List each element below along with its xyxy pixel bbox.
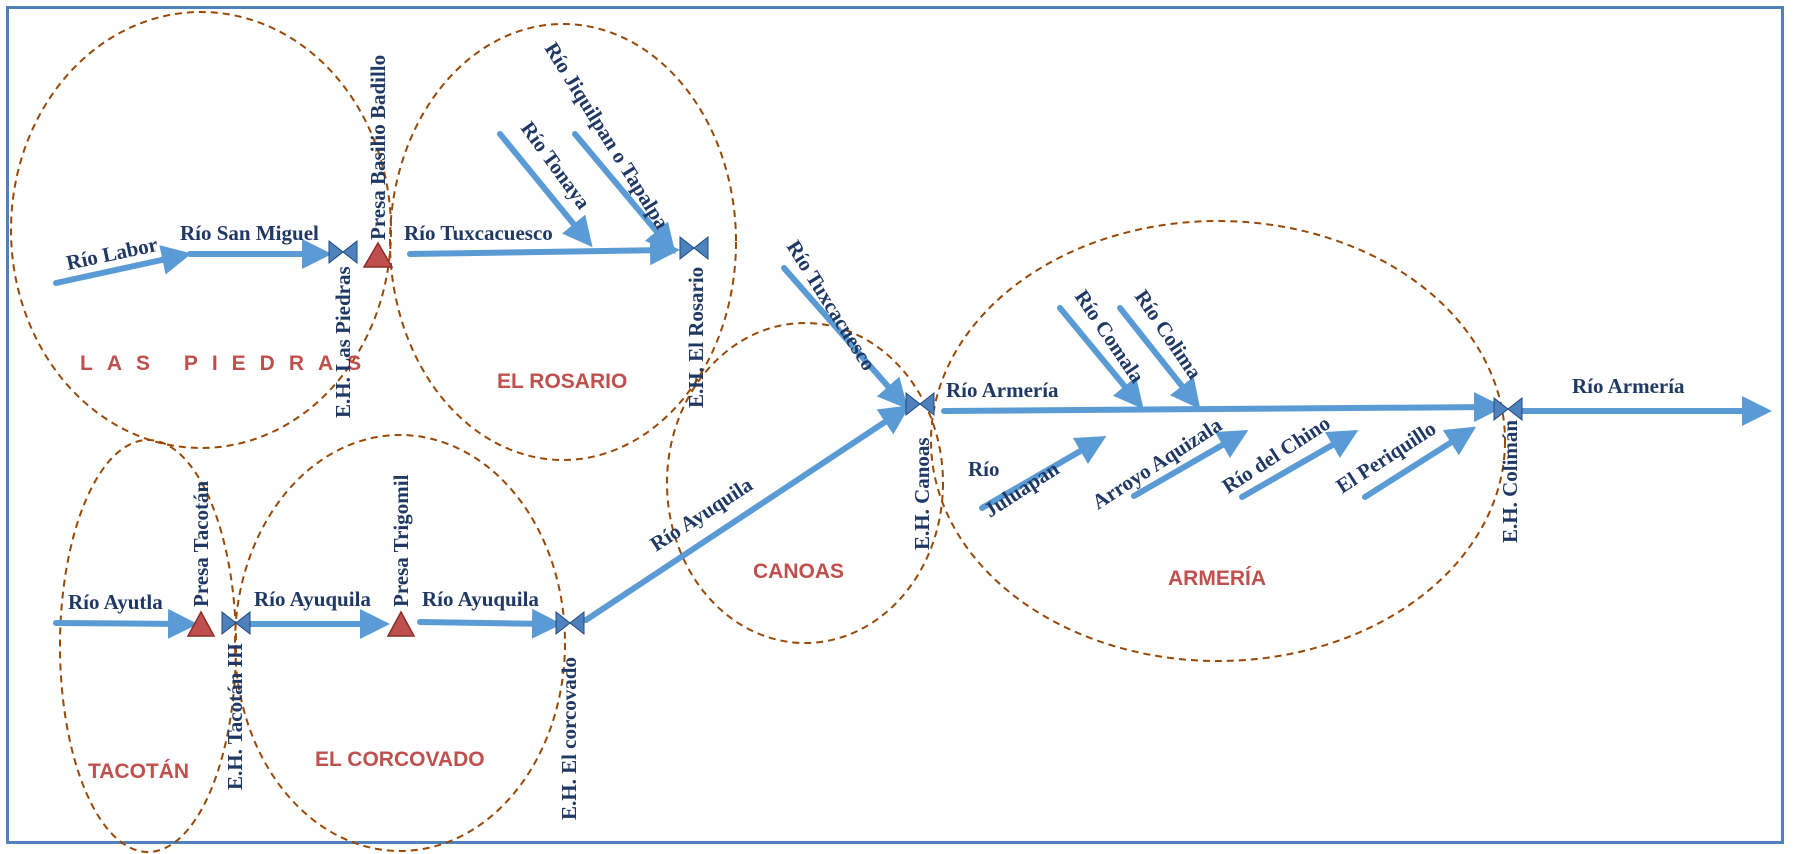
station-label-las-piedras: E.H. Las Piedras — [331, 266, 355, 418]
station-icon — [679, 235, 709, 261]
river-label-tuxcacuesco-upper: Río Tuxcacuesco — [404, 221, 553, 245]
river-arrow-colima — [1117, 305, 1201, 410]
river-arrow-labor — [53, 245, 192, 286]
dam-label-basilio-badillo: Presa Basilio Badillo — [366, 55, 390, 240]
river-label-armeria-outlet: Río Armería — [1572, 374, 1685, 398]
dam-label-tacotan: Presa Tacotán — [189, 480, 213, 607]
river-label-tuxcacuesco-lower: Río Tuxcacuesco — [782, 236, 881, 375]
river-label-ayuquila-2: Río Ayuquila — [422, 587, 539, 611]
basin-boundary-el-rosario — [389, 23, 737, 461]
river-arrow-ayutla — [53, 608, 198, 639]
station-label-coliman: E.H. Colimán — [1498, 420, 1522, 543]
river-arrow-tuxcacuesco-lower — [781, 265, 908, 410]
station-icon — [221, 610, 251, 636]
station-label-el-rosario: E.H. El Rosario — [684, 267, 708, 408]
river-arrow-jiquilpan — [572, 131, 676, 255]
basin-boundary-armeria — [930, 220, 1506, 662]
river-label-ayuquila-1: Río Ayuquila — [254, 587, 371, 611]
station-label-el-corcovado: E.H. El corcovado — [557, 657, 581, 820]
river-arrow-comala — [1057, 305, 1144, 410]
basin-boundary-canoas — [666, 322, 944, 644]
station-icon — [328, 239, 358, 265]
river-arrow-armeria-main — [941, 392, 1504, 423]
station-label-tacotan-iii: E.H. Tacotán III — [223, 643, 247, 790]
dam-icon — [386, 610, 416, 637]
station-icon — [905, 391, 935, 417]
river-label-ayutla: Río Ayutla — [68, 590, 163, 614]
river-arrow-aquizala — [1131, 430, 1249, 499]
dam-icon — [362, 241, 394, 268]
basin-label-el-rosario: EL ROSARIO — [497, 370, 627, 393]
river-arrow-tonaya — [497, 131, 593, 248]
river-arrow-ayuquila-3 — [583, 405, 911, 623]
river-label-armeria-main: Río Armería — [946, 378, 1059, 402]
basin-label-el-corcovado: EL CORCOVADO — [315, 748, 485, 771]
river-arrow-ayuquila-2 — [417, 608, 562, 639]
station-icon — [1493, 396, 1523, 422]
river-label-rio-juluapan: Río — [968, 457, 1000, 481]
river-label-aquizala: Arroyo Aquizala — [1088, 412, 1227, 514]
river-label-san-miguel: Río San Miguel — [180, 221, 319, 245]
river-arrow-periquillo — [1362, 426, 1477, 500]
diagram-frame — [6, 6, 1784, 844]
basin-boundary-tacotan — [59, 439, 237, 853]
dam-icon — [186, 610, 216, 637]
basin-label-las-piedras: LAS PIEDRAS — [80, 352, 375, 375]
basin-label-armeria: ARMERÍA — [1168, 567, 1266, 590]
river-arrow-del-chino — [1239, 430, 1359, 500]
river-arrow-juluapan — [979, 435, 1107, 511]
basin-label-tacotan: TACOTÁN — [88, 760, 189, 783]
basin-label-canoas: CANOAS — [753, 560, 844, 583]
basin-boundary-el-corcovado — [234, 434, 566, 852]
river-arrow-tuxcacuesco-upper — [407, 235, 680, 266]
station-label-canoas: E.H. Canoas — [910, 437, 934, 550]
dam-label-trigomil: Presa Trigomil — [389, 474, 413, 607]
station-icon — [555, 610, 585, 636]
